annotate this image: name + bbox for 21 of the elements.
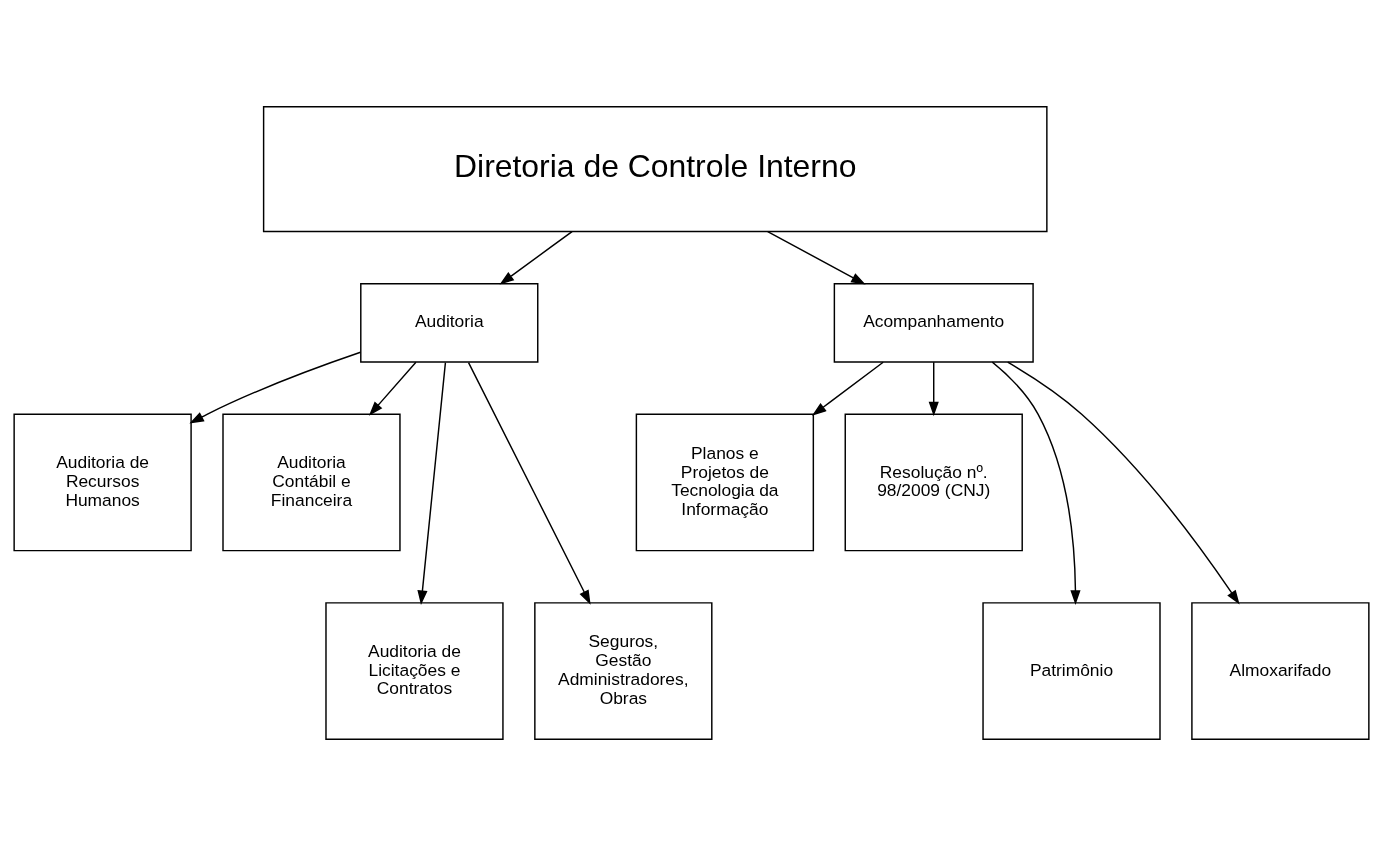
node-box: Resolução nº. 98/2009 (CNJ) (844, 413, 1023, 552)
node-box: Diretoria de Controle Interno (262, 106, 1048, 233)
node-box: Auditoria Contábil e Financeira (222, 413, 401, 552)
node-box: Auditoria (360, 283, 539, 363)
node-box: Almoxarifado (1191, 602, 1370, 740)
node-box: Acompanhamento (833, 283, 1034, 363)
arrow (499, 230, 573, 285)
node-box: Auditoria de Recursos Humanos (13, 413, 192, 552)
arrow (928, 361, 939, 417)
arrow (368, 361, 417, 416)
node-box: Planos e Projetos de Tecnologia da Informação (635, 413, 815, 552)
node-box: Auditoria de Licitações e Contratos (325, 602, 504, 740)
arrow (767, 230, 866, 285)
arrow (417, 361, 447, 605)
arrow (991, 361, 1081, 605)
arrow (467, 361, 591, 605)
arrow (811, 361, 884, 416)
arrow (189, 351, 362, 424)
arrow (1007, 361, 1240, 605)
node-box: Seguros, Gestão Administradores, Obras (534, 602, 713, 740)
node-box: Patrimônio (982, 602, 1161, 740)
